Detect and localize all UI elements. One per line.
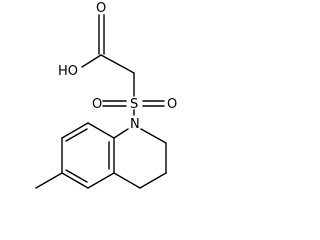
sulfonyl-group: S O O xyxy=(92,72,177,116)
bond-c8-c7 xyxy=(61,122,89,139)
chemical-structure: HO O S O O N xyxy=(35,1,177,189)
tetrahydroquinoline-ring-system: N xyxy=(35,117,167,189)
bond-c3-c4 xyxy=(139,172,167,189)
bond-c6-c5-inner xyxy=(65,169,88,183)
bond-c8-c7-inner xyxy=(65,128,88,142)
bond-c8a-c8 xyxy=(87,122,115,139)
sulfonyl-oxygen-left-label: O xyxy=(92,97,102,112)
carboxylic-acid-group: HO O xyxy=(58,1,135,79)
bond-c6-methyl xyxy=(35,172,63,189)
bond-c5-c4a xyxy=(87,172,115,189)
bond-n-c2 xyxy=(140,128,167,144)
bond-c4-c4a xyxy=(113,172,141,189)
sulfur-label: S xyxy=(130,97,138,112)
bond-n-c8a xyxy=(113,128,129,139)
bond-oh-c xyxy=(81,54,102,68)
carbonyl-oxygen-label: O xyxy=(96,1,106,16)
bond-c-ch2 xyxy=(100,54,135,74)
ring-nitrogen-label: N xyxy=(130,117,140,132)
hydroxyl-label: HO xyxy=(58,64,78,79)
bond-c6-c5 xyxy=(61,172,89,189)
sulfonyl-oxygen-right-label: O xyxy=(167,97,177,112)
